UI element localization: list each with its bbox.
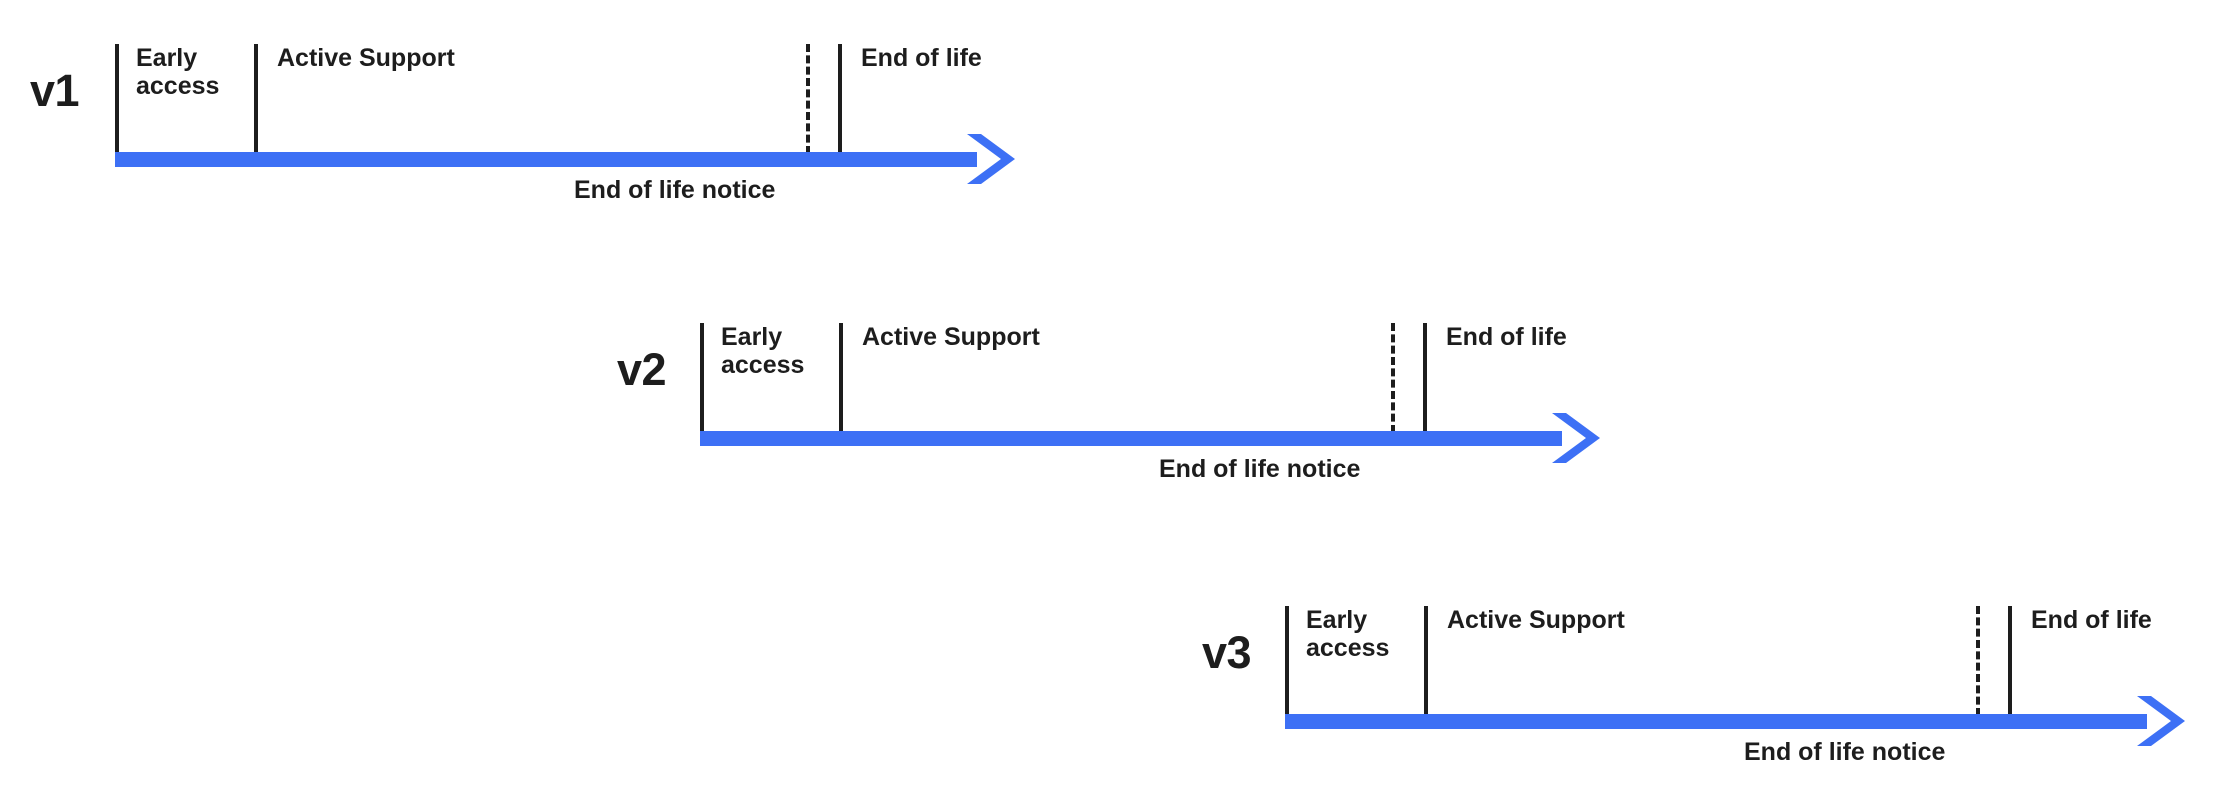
version-label-v3: v3 [1202,627,1252,678]
phase-label-end-of-life-v1: End of life [861,44,982,72]
phase-divider-start-v2 [700,323,704,433]
lifecycle-track-v3 [1285,714,2147,729]
phase-label-active-support-v2: Active Support [862,323,1040,351]
phase-divider-end-of-life-v2 [1423,323,1427,433]
timeline-arrow-icon-v3 [2131,692,2189,750]
phase-divider-start-v3 [1285,606,1289,716]
phase-divider-start-v1 [115,44,119,154]
eol-notice-marker-v3 [1976,606,1980,716]
lifecycle-track-v2 [700,431,1562,446]
phase-label-early-access-v1: Early access [136,44,220,100]
eol-notice-label-v2: End of life notice [1159,455,1361,483]
phase-divider-active-support-v1 [254,44,258,154]
phase-divider-end-of-life-v1 [838,44,842,154]
phase-label-active-support-v3: Active Support [1447,606,1625,634]
phase-label-early-access-v3: Early access [1306,606,1390,662]
eol-notice-label-v1: End of life notice [574,176,776,204]
phase-divider-end-of-life-v3 [2008,606,2012,716]
eol-notice-label-v3: End of life notice [1744,738,1946,766]
phase-divider-active-support-v2 [839,323,843,433]
eol-notice-marker-v2 [1391,323,1395,433]
version-label-v2: v2 [617,344,667,395]
timeline-arrow-icon-v2 [1546,409,1604,467]
phase-label-early-access-v2: Early access [721,323,805,379]
phase-label-end-of-life-v2: End of life [1446,323,1567,351]
lifecycle-track-v1 [115,152,977,167]
version-label-v1: v1 [30,65,80,116]
phase-label-active-support-v1: Active Support [277,44,455,72]
timeline-arrow-icon-v1 [961,130,1019,188]
phase-divider-active-support-v3 [1424,606,1428,716]
eol-notice-marker-v1 [806,44,810,154]
phase-label-end-of-life-v3: End of life [2031,606,2152,634]
